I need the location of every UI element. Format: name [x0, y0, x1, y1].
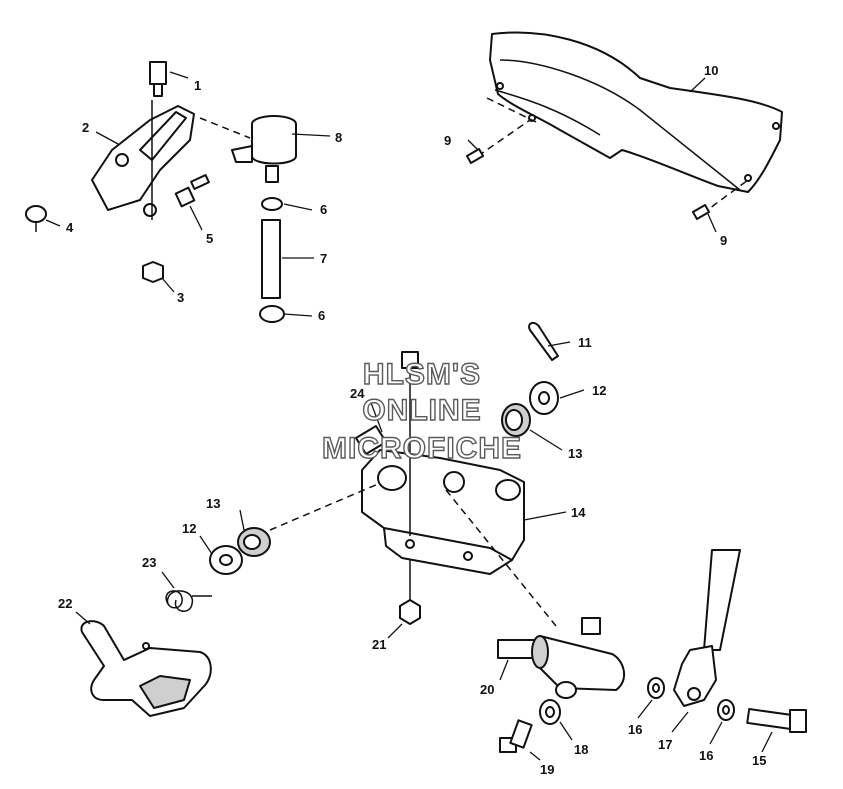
part-19-bolt: [499, 719, 533, 753]
callout-22: 22: [58, 596, 72, 611]
callout-6-bottom: 6: [318, 308, 325, 323]
part-21-nut: [399, 560, 421, 625]
callout-9-left: 9: [444, 133, 451, 148]
part-7-hose: [261, 219, 281, 299]
callout-21: 21: [372, 637, 386, 652]
callout-24: 24: [350, 386, 365, 401]
callout-8: 8: [335, 130, 342, 145]
callout-11: 11: [578, 335, 592, 350]
leader-lines: [45, 71, 773, 761]
callout-14: 14: [571, 505, 586, 520]
callout-13-left: 13: [206, 496, 220, 511]
callout-10: 10: [704, 63, 718, 78]
part-16-washer-right: [717, 699, 735, 721]
part-9-screw-right: [691, 179, 749, 220]
callout-12-left: 12: [182, 521, 196, 536]
part-6-clamp-top: [261, 197, 283, 211]
part-17-rod-end: [673, 549, 741, 707]
part-18-washer: [539, 699, 561, 725]
part-10-cover: [489, 31, 783, 193]
part-23-spring: [165, 590, 212, 612]
callout-9-right: 9: [720, 233, 727, 248]
part-13-bushing-right: [501, 403, 531, 437]
part-1-bolt: [149, 61, 167, 97]
callout-4: 4: [66, 220, 74, 235]
callout-23: 23: [142, 555, 156, 570]
watermark-line-1: HLSM'S: [363, 358, 481, 391]
part-12-washer-right: [529, 381, 559, 415]
part-8-reservoir: [231, 115, 297, 183]
part-16-washer-left: [647, 677, 665, 699]
part-5-bolt: [174, 173, 210, 208]
watermark: HLSM'S ONLINE MICROFICHE: [321, 357, 522, 465]
callout-15: 15: [752, 753, 766, 768]
part-14-bracket: [355, 425, 525, 575]
callout-17: 17: [658, 737, 672, 752]
part-24-bolt: [401, 351, 419, 536]
part-13-bushing-left: [237, 483, 379, 557]
part-3-nut: [142, 261, 164, 283]
callout-19: 19: [540, 762, 554, 777]
part-15-bolt: [746, 708, 807, 733]
part-4-clamp: [25, 205, 47, 232]
callout-16-left: 16: [628, 722, 642, 737]
watermark-line-2: ONLINE: [362, 394, 481, 427]
callout-2: 2: [82, 120, 89, 135]
part-12-washer-left: [209, 545, 243, 575]
part-6-clamp-bottom: [259, 305, 285, 323]
part-9-screw-left: [465, 97, 537, 164]
watermark-line-3: MICROFICHE: [322, 432, 522, 465]
part-20-shaft: [445, 489, 626, 699]
callout-20: 20: [480, 682, 494, 697]
part-22-pedal: [80, 620, 212, 717]
part-11-pin: [528, 322, 559, 361]
callout-6-top: 6: [320, 202, 327, 217]
callout-16-right: 16: [699, 748, 713, 763]
callout-3: 3: [177, 290, 184, 305]
callout-7: 7: [320, 251, 327, 266]
callout-18: 18: [574, 742, 588, 757]
callout-labels: 1 2 3 4 5 6 7 8 6 9 9 10 11 12 13 24 14 …: [58, 63, 766, 777]
part-2-bracket: [91, 100, 251, 220]
callout-1: 1: [194, 78, 201, 93]
callout-12-right: 12: [592, 383, 606, 398]
callout-13-right: 13: [568, 446, 582, 461]
callout-5: 5: [206, 231, 213, 246]
